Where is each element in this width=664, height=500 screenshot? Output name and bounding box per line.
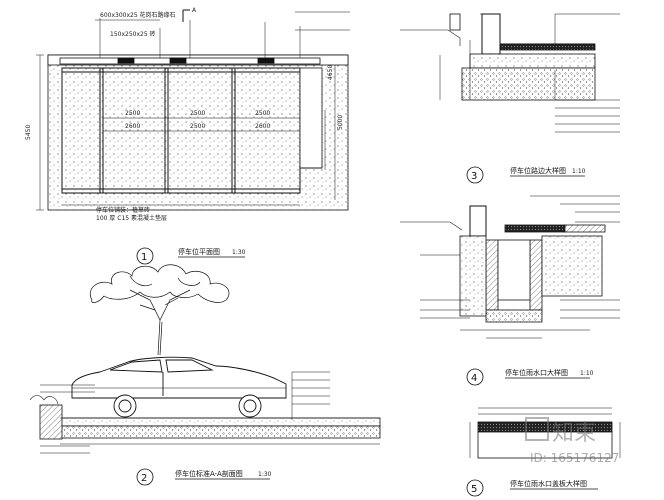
plan-stall-area: [61, 67, 301, 194]
plan-bay-3: 2500: [255, 110, 270, 117]
section-mark-label: A: [192, 7, 197, 14]
plan-height-left: 5450: [25, 125, 32, 140]
plan-stall-dividers: [62, 68, 300, 193]
curb-stone: [481, 13, 501, 55]
plan-note-2: 100 厚 C15 素混凝土垫层: [96, 214, 167, 222]
detail-3-number: 3: [471, 171, 477, 182]
plan-bay-total-3: 2600: [255, 123, 270, 130]
detail-2-label: 2 停车位标准A-A剖面图 1:30: [136, 468, 272, 486]
detail-3-label: 3 停车位路边大样图 1:10: [466, 166, 586, 184]
section-marker-a: [182, 9, 190, 22]
detail-4-label: 4 停车位雨水口大样图 1:10: [466, 368, 594, 386]
detail-5-number: 5: [471, 484, 477, 495]
grate-cover-body: [477, 431, 613, 459]
inlet-detail: [400, 195, 620, 339]
section-view: [29, 264, 381, 454]
detail-4-title: 停车位雨水口大样图: [505, 368, 568, 377]
inlet-leaders: [420, 195, 620, 319]
plan-note-top: 600x300x25 花岗石路缘石: [100, 11, 176, 19]
plan-dimensions: [36, 54, 336, 211]
inlet-box-wall-left: [485, 239, 499, 311]
watermark-logo-box: [525, 417, 549, 441]
plan-note-top2: 150x250x25 砖: [110, 30, 156, 38]
curb-leaders: [439, 13, 620, 133]
curb-base: [469, 53, 596, 69]
detail-5-title: 停车位雨水口盖板大样图: [510, 479, 587, 488]
detail-1-title: 停车位平面图: [178, 247, 220, 256]
plan-note-1: 停车位铺装：植草砖: [96, 206, 150, 214]
watermark: 知束 ID: 165176127: [525, 417, 619, 465]
detail-2-number: 2: [141, 473, 147, 484]
detail-4-number: 4: [471, 373, 477, 384]
detail-1-label: 1 停车位平面图 1:30: [136, 247, 246, 265]
watermark-id: ID: 165176127: [530, 451, 619, 465]
watermark-brand: 知束: [552, 421, 596, 446]
plan-bay-total-2: 2500: [190, 123, 205, 130]
car-illustration: [71, 356, 287, 418]
plan-height-right: 5000: [337, 115, 344, 130]
plan-view: [36, 9, 350, 211]
section-surface-layer: [59, 417, 381, 427]
detail-3-title: 停车位路边大样图: [510, 166, 566, 175]
detail-1-number: 1: [141, 252, 147, 263]
detail-2-title: 停车位标准A-A剖面图: [175, 469, 243, 478]
grate-detail: [469, 407, 621, 459]
tree-illustration: [90, 264, 230, 356]
plan-right-top: 4650: [327, 65, 334, 80]
plan-leaders: [95, 11, 350, 58]
section-base-layer: [59, 425, 381, 439]
plan-curb-band: [59, 57, 321, 65]
detail-3-scale: 1:10: [572, 168, 586, 175]
section-leaders: [40, 371, 380, 454]
plan-bay-1: 2500: [125, 110, 140, 117]
plan-dim-texts: 600x300x25 花岗石路缘石 150x250x25 砖 A 2500 25…: [25, 7, 344, 222]
detail-1-scale: 1:30: [232, 249, 246, 256]
detail-4-scale: 1:10: [580, 370, 594, 377]
curb-detail: [400, 13, 620, 133]
inlet-box-wall-right: [529, 239, 543, 311]
plan-bay-2: 2500: [190, 110, 205, 117]
detail-2-scale: 1:30: [258, 471, 272, 478]
plan-bay-total-1: 2600: [125, 123, 140, 130]
detail-5-label: 5 停车位雨水口盖板大样图: [466, 479, 598, 497]
